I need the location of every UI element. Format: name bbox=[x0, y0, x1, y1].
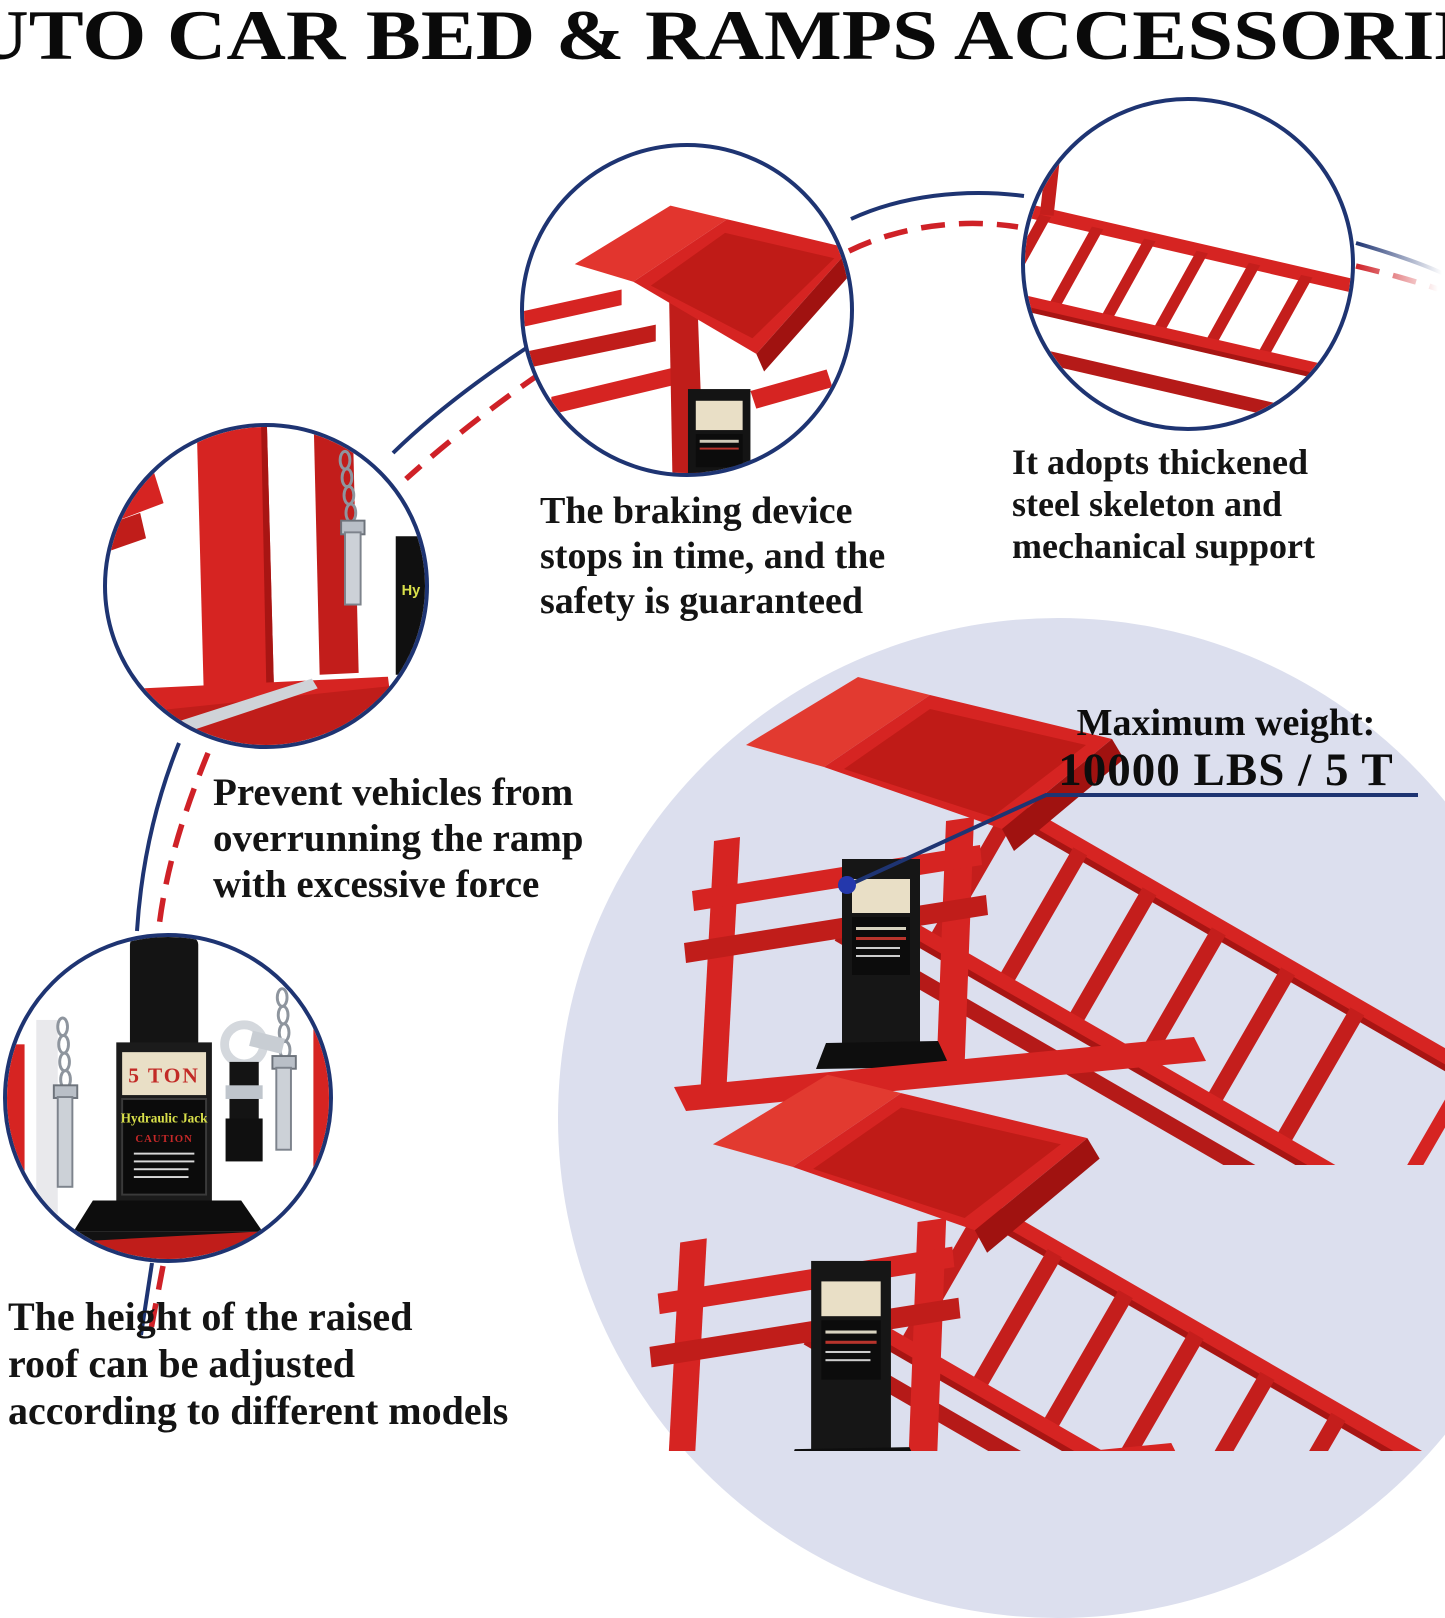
max-weight-value: 10000 LBS / 5 T bbox=[1058, 744, 1394, 796]
feature-line: stops in time, and the bbox=[540, 535, 886, 577]
callout-circle-skeleton bbox=[1021, 97, 1355, 431]
callout-circle-jack: 5 TON Hydraulic Jack CAUTION bbox=[3, 933, 333, 1263]
skeleton-rungs bbox=[1025, 214, 1313, 360]
feature-line: with excessive force bbox=[213, 863, 540, 906]
feature-text-skeleton: It adopts thickened steel skeleton and m… bbox=[1012, 441, 1315, 567]
feature-line: roof can be adjusted bbox=[8, 1341, 356, 1386]
jack-name-label: Hydraulic Jack bbox=[121, 1110, 208, 1125]
pin-chain-left bbox=[56, 1016, 72, 1090]
jack-capacity-label: 5 TON bbox=[128, 1063, 200, 1087]
feature-text-braking: The braking device stops in time, and th… bbox=[540, 489, 885, 624]
callout-circle-tray bbox=[520, 143, 854, 477]
max-weight-label: Maximum weight: bbox=[1076, 702, 1376, 744]
skeleton-closeup-illustration bbox=[1025, 148, 1351, 427]
feature-text-prevent: Prevent vehicles from overrunning the ra… bbox=[213, 770, 584, 908]
jack-closeup-illustration: 5 TON Hydraulic Jack CAUTION bbox=[7, 937, 329, 1259]
feature-line: overrunning the ramp bbox=[213, 817, 584, 860]
feature-line: mechanical support bbox=[1012, 526, 1316, 566]
feature-line: according to different models bbox=[8, 1388, 509, 1433]
page-title: AUTO CAR BED & RAMPS ACCESSORIES bbox=[0, 0, 1445, 75]
bottle-jack: 5 TON Hydraulic Jack CAUTION bbox=[51, 937, 286, 1252]
jack-caution-label: CAUTION bbox=[135, 1133, 192, 1145]
tray-closeup-illustration bbox=[524, 205, 850, 473]
feature-line: Prevent vehicles from bbox=[213, 771, 574, 814]
feature-line: The braking device bbox=[540, 490, 853, 532]
frame-closeup-illustration: Hy bbox=[107, 427, 425, 745]
feature-line: safety is guaranteed bbox=[540, 580, 863, 622]
tray-jack-partial bbox=[687, 389, 751, 473]
feature-text-height: The height of the raised roof can be adj… bbox=[8, 1293, 508, 1434]
feature-line: steel skeleton and bbox=[1012, 484, 1282, 524]
jack-partial: Hy bbox=[395, 536, 425, 675]
svg-text:Hy: Hy bbox=[402, 583, 422, 599]
feature-line: The height of the raised bbox=[8, 1294, 413, 1339]
callout-circle-frame: Hy bbox=[103, 423, 429, 749]
max-weight-annotation: Maximum weight: 10000 LBS / 5 T bbox=[1030, 701, 1422, 795]
feature-line: It adopts thickened bbox=[1012, 442, 1309, 482]
